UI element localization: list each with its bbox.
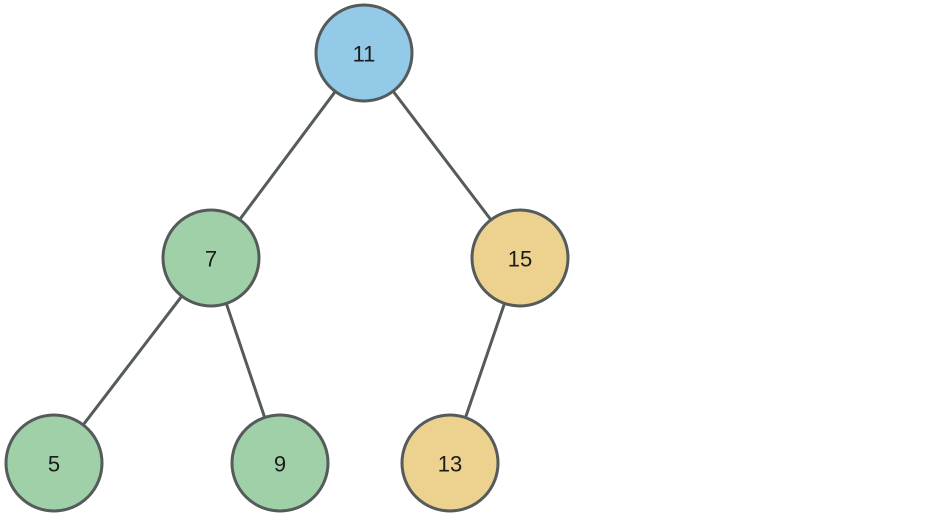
node-label: 11: [353, 42, 376, 67]
node-label: 13: [438, 452, 462, 477]
tree-edge: [237, 89, 338, 222]
tree-nodes-layer: 11 7 15 5 9 13: [4, 3, 570, 513]
tree-node-13[interactable]: 13: [400, 413, 500, 513]
tree-node-15[interactable]: 15: [470, 208, 570, 308]
node-circle[interactable]: [4, 413, 104, 513]
node-circle[interactable]: [400, 413, 500, 513]
tree-node-5[interactable]: 5: [4, 413, 104, 513]
node-label: 9: [274, 452, 286, 477]
tree-edge: [224, 301, 267, 420]
node-circle[interactable]: [314, 3, 414, 103]
tree-edges-layer: [81, 88, 507, 428]
tree-edge: [463, 300, 507, 421]
node-label: 7: [205, 247, 217, 272]
tree-node-11[interactable]: 11: [314, 3, 414, 103]
tree-edge: [390, 88, 494, 223]
node-circle[interactable]: [161, 208, 261, 308]
node-circle[interactable]: [470, 208, 570, 308]
tree-node-9[interactable]: 9: [230, 413, 330, 513]
tree-edge: [81, 293, 184, 428]
node-label: 5: [48, 452, 60, 477]
node-label: 15: [508, 247, 532, 272]
tree-node-7[interactable]: 7: [161, 208, 261, 308]
node-circle[interactable]: [230, 413, 330, 513]
